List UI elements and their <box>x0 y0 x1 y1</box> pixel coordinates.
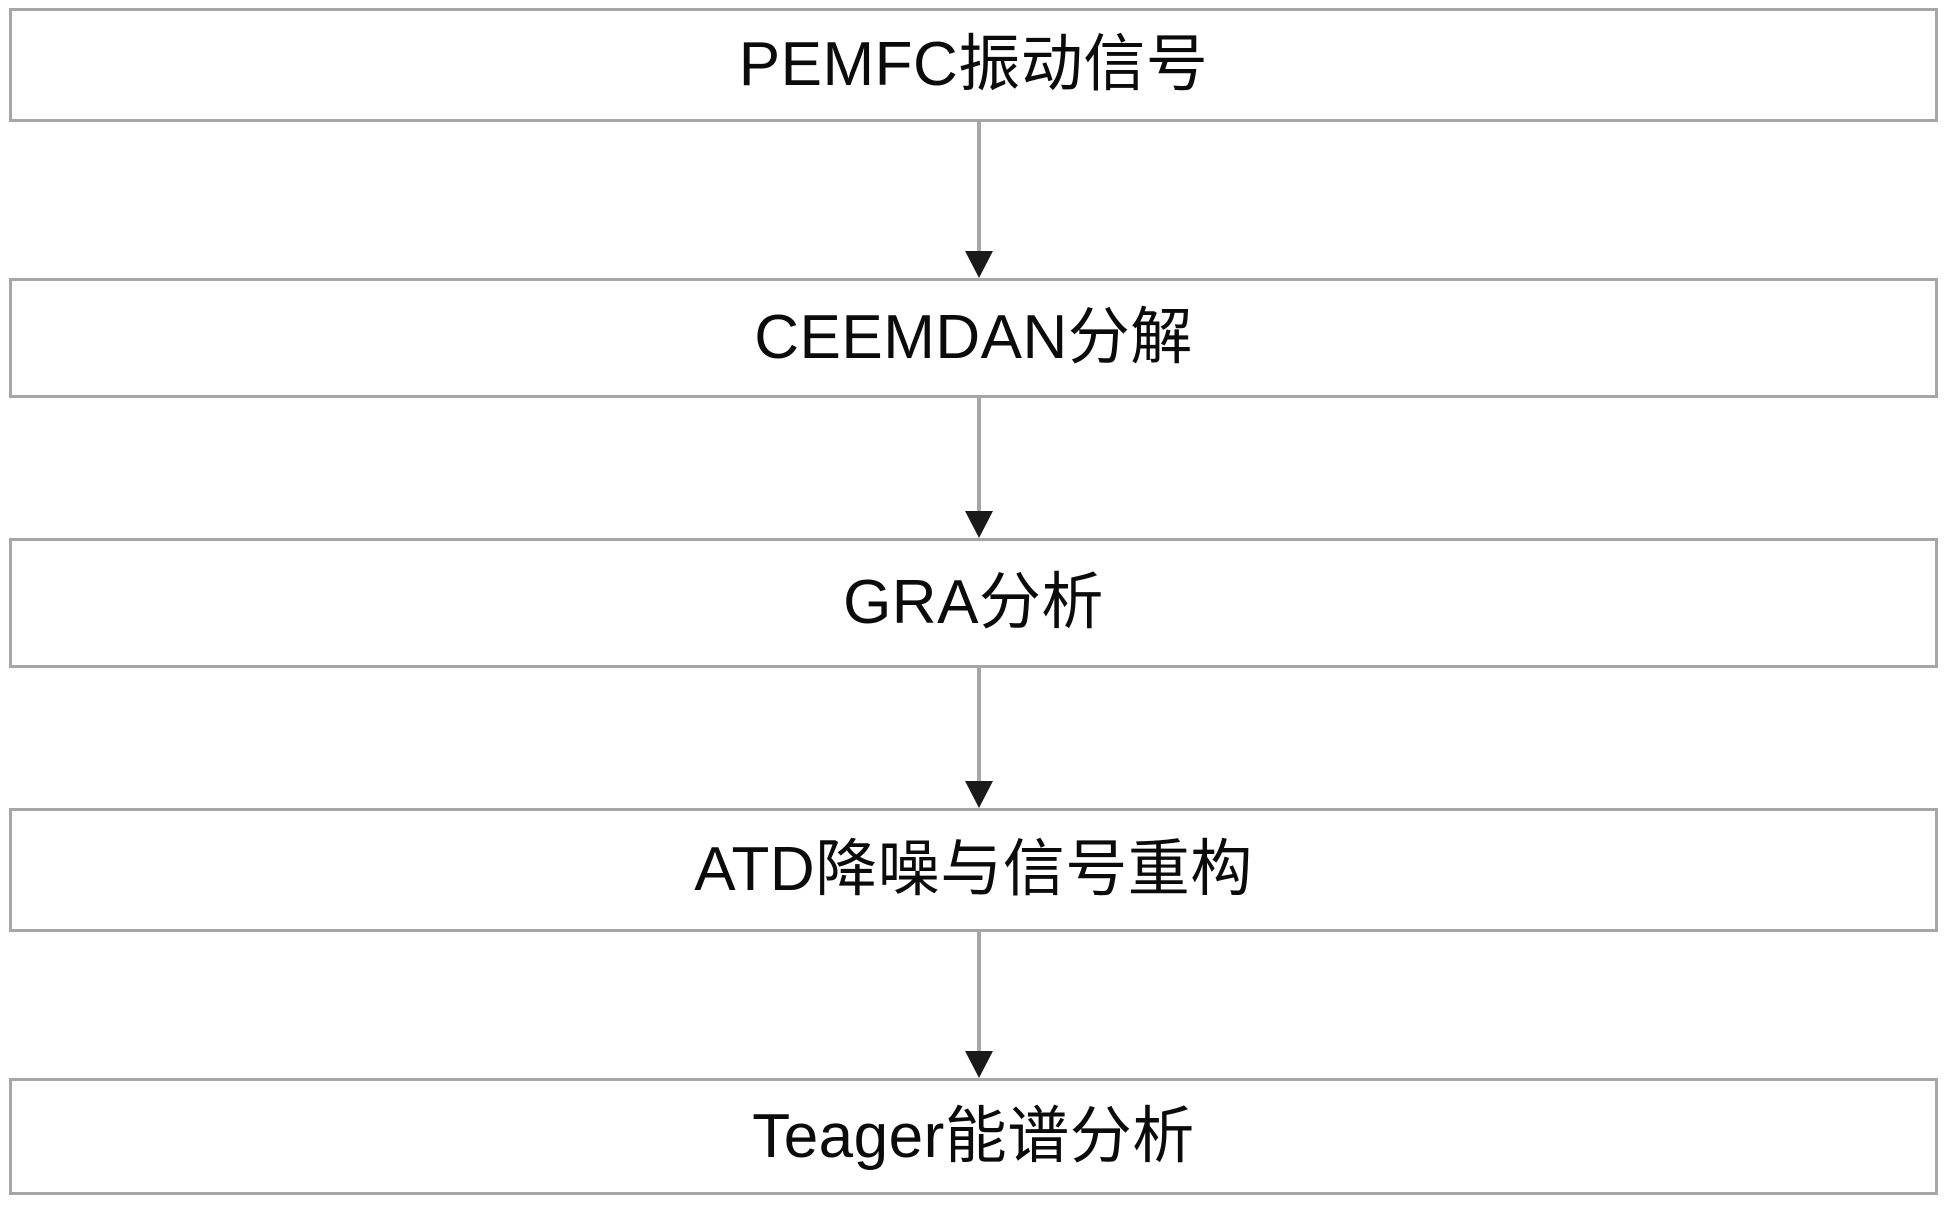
flow-node-label: CEEMDAN分解 <box>754 303 1193 373</box>
arrow-head-icon <box>965 781 993 808</box>
flow-arrow-node2-to-node3 <box>965 398 993 538</box>
flow-node-gra-analysis[interactable]: GRA分析 <box>9 538 1938 668</box>
flow-node-label: ATD降噪与信号重构 <box>694 835 1253 905</box>
arrow-head-icon <box>965 1051 993 1078</box>
flow-node-label: GRA分析 <box>843 568 1104 638</box>
flow-node-pemfc-vibration-signal[interactable]: PEMFC振动信号 <box>9 8 1938 122</box>
flow-node-ceemdan-decomposition[interactable]: CEEMDAN分解 <box>9 278 1938 398</box>
arrow-line <box>977 668 981 783</box>
flow-arrow-node3-to-node4 <box>965 668 993 808</box>
arrow-head-icon <box>965 511 993 538</box>
flow-node-label: Teager能谱分析 <box>752 1101 1195 1171</box>
arrow-head-icon <box>965 251 993 278</box>
arrow-line <box>977 122 981 253</box>
flow-node-label: PEMFC振动信号 <box>738 30 1209 100</box>
flow-node-atd-denoising-signal-reconstruction[interactable]: ATD降噪与信号重构 <box>9 808 1938 932</box>
arrow-line <box>977 932 981 1053</box>
flow-node-teager-energy-spectrum-analysis[interactable]: Teager能谱分析 <box>9 1078 1938 1195</box>
flow-arrow-node4-to-node5 <box>965 932 993 1078</box>
arrow-line <box>977 398 981 513</box>
flow-arrow-node1-to-node2 <box>965 122 993 278</box>
